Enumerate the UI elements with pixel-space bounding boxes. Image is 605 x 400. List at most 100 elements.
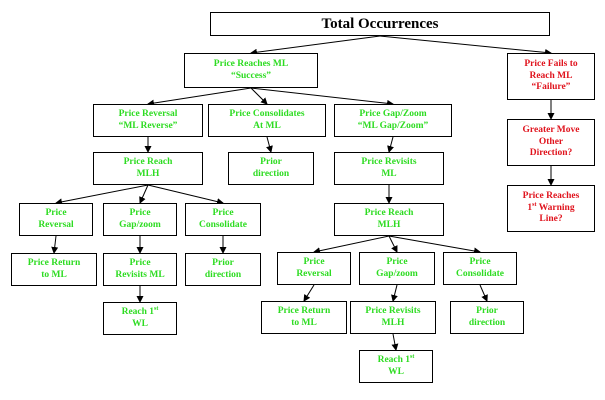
connector-arrow bbox=[479, 284, 488, 302]
node-gap: Price Gap/Zoom“ML Gap/Zoom” bbox=[334, 104, 452, 137]
connector-arrow bbox=[250, 87, 394, 107]
node-label-line: MLH bbox=[381, 317, 405, 328]
node-label-line: Consolidate bbox=[455, 268, 505, 279]
connector-arrow bbox=[147, 184, 224, 206]
node-label-line: Price Reversal bbox=[118, 108, 178, 119]
connector-arrow bbox=[391, 333, 399, 351]
node-label-line: direction bbox=[468, 317, 506, 328]
node-label-line: Reach 1st bbox=[377, 353, 415, 365]
connector-arrow bbox=[147, 87, 252, 107]
node-label-line: MLH bbox=[136, 168, 160, 179]
node-label-line: Price Reaches ML bbox=[213, 58, 289, 69]
connector-arrow bbox=[313, 235, 390, 255]
node-label-line: Reach ML bbox=[529, 70, 573, 81]
connector-arrow bbox=[391, 284, 398, 302]
connector-arrow bbox=[139, 184, 149, 204]
node-label-line: WL bbox=[132, 318, 148, 329]
connector-arrow bbox=[388, 235, 398, 253]
node-label-line: Price Consolidates bbox=[229, 108, 305, 119]
connector-arrow bbox=[303, 284, 315, 302]
node-label-line: “ML Reverse” bbox=[118, 120, 178, 131]
node-label-line: Gap/zoom bbox=[119, 219, 161, 230]
node-label-line: Price bbox=[469, 256, 491, 267]
node-label-line: At ML bbox=[253, 120, 281, 131]
node-label-line: WL bbox=[388, 366, 404, 377]
node-label-line: Price bbox=[386, 256, 408, 267]
node-label-line: Price Gap/Zoom bbox=[359, 108, 427, 119]
node-label-line: Price Reach bbox=[364, 207, 414, 218]
node-label-line: Direction? bbox=[529, 148, 573, 159]
connector-arrow bbox=[266, 136, 273, 153]
node-label-line: Consolidate bbox=[198, 219, 248, 230]
node-label-line: Reversal bbox=[296, 268, 332, 279]
node-label-line: “Failure” bbox=[531, 82, 571, 93]
node-label-line: Total Occurrences bbox=[321, 15, 439, 32]
node-label-line: Gap/zoom bbox=[376, 268, 418, 279]
node-label-line: “Success” bbox=[230, 70, 272, 81]
node-label-line: Reversal bbox=[38, 219, 74, 230]
node-label-line: Reach 1st bbox=[121, 305, 159, 317]
node-label-line: Price bbox=[129, 207, 151, 218]
node-label-line: Prior bbox=[260, 156, 282, 167]
node-label-line: to ML bbox=[41, 269, 67, 280]
node-label-line: Price Reaches bbox=[522, 190, 580, 201]
node-label-line: Revisits ML bbox=[115, 269, 165, 280]
node-label-line: Price bbox=[45, 207, 67, 218]
node-label-line: direction bbox=[252, 168, 290, 179]
node-label-line: Price Return bbox=[27, 257, 81, 268]
node-success: Price Reaches ML“Success” bbox=[184, 53, 318, 88]
node-label-line: Prior bbox=[476, 305, 498, 316]
node-label-line: ML bbox=[381, 168, 397, 179]
node-label-line: Price Return bbox=[277, 305, 331, 316]
node-label-line: Other bbox=[538, 136, 564, 147]
node-label-line: Price Reach bbox=[123, 156, 173, 167]
node-label-line: Price bbox=[212, 207, 234, 218]
node-label-line: Price bbox=[303, 256, 325, 267]
node-total: Total Occurrences bbox=[210, 12, 550, 36]
connector-arrow bbox=[55, 184, 149, 206]
node-label-line: Price Revisits bbox=[361, 156, 417, 167]
node-label-line: direction bbox=[204, 269, 242, 280]
connector-arrow bbox=[388, 235, 481, 255]
connector-arrow bbox=[379, 35, 552, 56]
node-label-line: Price bbox=[129, 257, 151, 268]
node-label-line: Greater Move bbox=[522, 124, 580, 135]
connector-arrow bbox=[387, 136, 394, 153]
node-label-line: “ML Gap/Zoom” bbox=[357, 120, 429, 131]
connector-arrow bbox=[250, 87, 268, 105]
node-label-line: MLH bbox=[377, 219, 401, 230]
node-label-line: Price Fails to bbox=[524, 58, 578, 69]
node-label-line: Prior bbox=[212, 257, 234, 268]
node-label-line: 1st Warning bbox=[527, 201, 575, 213]
node-reversal: Price Reversal“ML Reverse” bbox=[93, 104, 203, 137]
node-label-line: Price Revisits bbox=[365, 305, 421, 316]
connector-arrow bbox=[51, 235, 59, 254]
node-label-line: to ML bbox=[291, 317, 317, 328]
connector-arrow bbox=[250, 35, 381, 56]
node-label-line: Line? bbox=[539, 214, 563, 225]
